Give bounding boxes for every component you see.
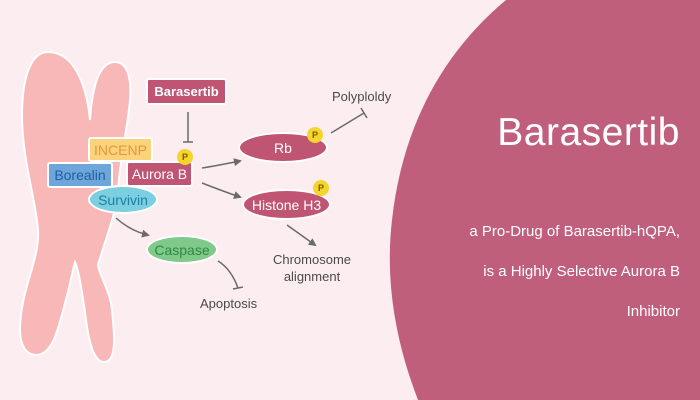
arrow-histone-alignment <box>286 224 317 247</box>
outcome-chromosome-alignment-line1: Chromosome <box>272 252 352 267</box>
panel-title: Barasertib <box>497 111 680 154</box>
phospho-badge-rb: P <box>307 127 323 143</box>
outcome-apoptosis: Apoptosis <box>200 296 258 311</box>
phospho-badge-histone-h3: P <box>313 180 329 196</box>
title-panel-shape <box>389 0 700 400</box>
outcome-chromosome-alignment: Chromosome alignment <box>262 251 362 285</box>
phospho-badge-aurora-b: P <box>177 149 193 165</box>
node-incenp: INCENP <box>88 137 153 162</box>
panel-subtitle-line-3: Inhibitor <box>626 303 680 320</box>
node-borealin: Borealin <box>47 162 113 188</box>
arrow-aurora-rb <box>201 158 242 169</box>
outcome-polyploidy: Polyploldy <box>332 89 392 104</box>
node-survivin: Survivin <box>88 185 158 214</box>
panel-subtitle-line-2: is a Highly Selective Aurora B <box>483 263 680 280</box>
arrow-survivin-caspase <box>115 217 150 238</box>
inhibition-rb-polyploidy <box>330 112 365 134</box>
arrow-aurora-histone <box>201 182 242 199</box>
panel-subtitle-line-1: a Pro-Drug of Barasertib-hQPA, <box>469 223 680 240</box>
node-barasertib: Barasertib <box>146 78 227 105</box>
outcome-chromosome-alignment-line2: alignment <box>283 269 341 284</box>
inhibition-caspase-apoptosis <box>217 260 239 289</box>
node-rb: Rb <box>238 132 328 163</box>
chromosome-icon <box>18 50 132 364</box>
node-caspase: Caspase <box>146 235 218 264</box>
node-aurora-b: Aurora B <box>126 161 193 187</box>
